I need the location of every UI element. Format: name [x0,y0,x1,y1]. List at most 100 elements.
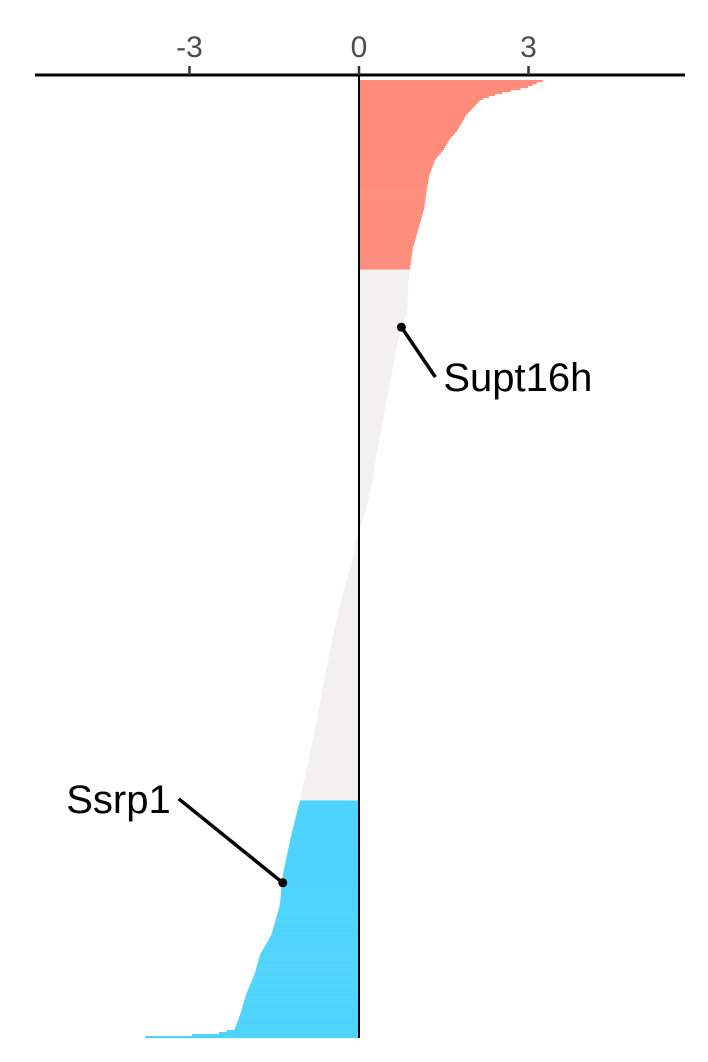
bar [359,80,543,83]
bar [359,127,459,131]
bar [359,82,537,85]
bar [312,740,359,743]
bar [359,317,405,320]
bar [359,113,467,117]
bar [290,838,359,841]
bar [359,291,409,294]
bar [286,854,359,857]
bar [359,469,375,472]
bar [281,890,359,893]
bar [355,541,359,544]
bar [324,676,359,679]
bar [359,273,410,276]
bar [305,772,359,775]
bar [359,363,394,366]
bar [359,235,417,238]
bar [359,367,393,370]
bar [316,720,359,723]
bar [311,746,359,749]
bar [320,698,359,701]
bar [359,473,374,476]
bar [299,798,359,801]
bar [359,385,390,388]
bar [323,682,359,685]
bar [241,1010,359,1013]
bar [287,850,359,853]
bar [322,690,359,693]
bar [281,886,359,889]
bar [359,449,378,452]
bar [279,906,359,909]
bar [286,856,359,859]
bar [359,453,377,456]
bar [341,596,359,600]
bar [280,894,359,897]
bar [328,654,359,657]
bar [272,928,359,931]
bar [359,225,419,228]
bar [359,233,417,236]
bar [300,796,359,799]
bar [347,574,359,578]
bar [326,666,359,669]
bar [343,590,359,594]
bar [322,688,359,691]
bar [359,419,384,422]
bar [359,241,415,244]
bar [359,249,413,252]
bar [359,297,408,300]
bar [259,956,359,959]
bar [355,543,359,546]
bar [359,93,496,97]
bar [359,263,411,266]
bar [337,614,359,618]
bar [244,1000,359,1003]
bar [309,754,359,757]
bar [258,960,359,963]
bar [359,109,470,113]
bar [268,938,359,941]
bar [359,421,383,424]
bar [303,780,359,783]
bar [307,766,359,769]
bar [240,1014,359,1017]
bar [281,888,359,891]
bar [348,572,359,576]
annotation-point [396,322,406,332]
bar [359,247,413,250]
bar [359,271,410,274]
bar [359,477,373,480]
bar [289,840,359,843]
bar [349,568,359,572]
bar [327,660,359,663]
bar [351,562,359,566]
bar [359,275,410,278]
bar [305,774,359,777]
bar [312,742,359,745]
bar [346,578,359,582]
bar [313,738,359,741]
x-tick-label: 3 [520,31,537,64]
bar [359,513,365,516]
bar [309,756,359,759]
bar [310,750,359,753]
bar [278,908,359,911]
bar [359,215,422,218]
bar [359,151,441,154]
bar [286,858,359,861]
bar [321,694,359,697]
bar [359,405,386,408]
bar [302,786,359,789]
bar [339,608,359,612]
bar [354,545,359,548]
bar [359,261,411,264]
bar [327,664,359,667]
bar [359,251,413,254]
bar [356,535,359,538]
bar [359,237,416,240]
bar [359,411,385,414]
bar [271,932,359,935]
bar [359,289,409,292]
annotation-label: Supt16h [443,356,592,400]
bar [308,760,359,763]
